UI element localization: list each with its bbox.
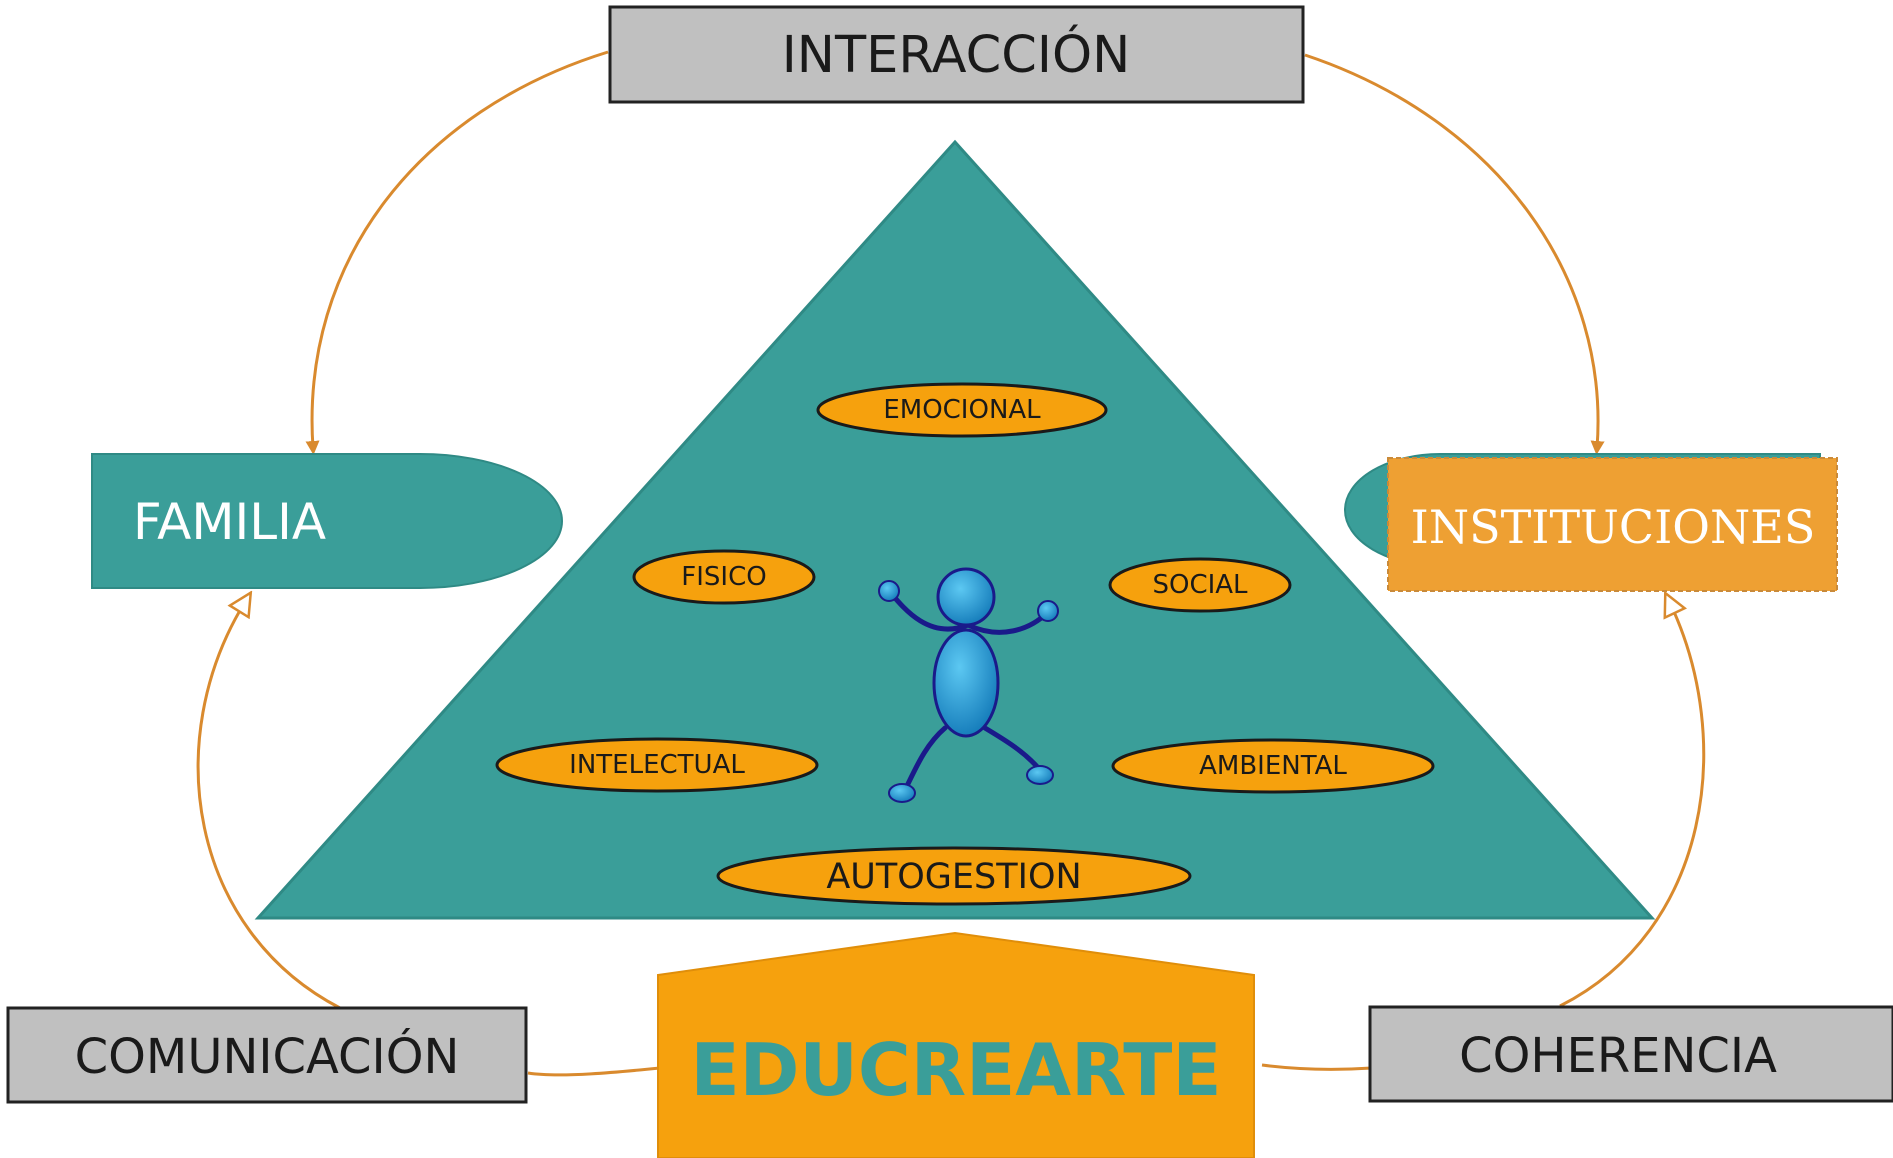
arc-interaccion-to-instituciones — [1304, 53, 1605, 455]
instituciones-label: INSTITUCIONES — [1411, 500, 1816, 554]
dimension-label: FISICO — [681, 562, 766, 592]
familia-node — [91, 453, 563, 589]
educrearte-logo-text: EDUCREARTE — [690, 1028, 1221, 1112]
autogestion-label: AUTOGESTION — [826, 857, 1081, 897]
dimension-intelectual: INTELECTUAL — [495, 737, 819, 793]
arc-coherencia-to-instituciones — [1559, 603, 1706, 1008]
dimension-label: SOCIAL — [1152, 570, 1248, 600]
familia-label: FAMILIA — [133, 493, 326, 551]
dimension-label: EMOCIONAL — [883, 395, 1041, 425]
development-pyramid — [254, 139, 1656, 920]
educrearte-box — [657, 931, 1255, 1158]
comunicacion-label: COMUNICACIÓN — [75, 1028, 460, 1085]
dimension-label: AMBIENTAL — [1199, 751, 1347, 781]
dimension-fisico: FISICO — [632, 549, 816, 605]
line-brand-to-coherencia — [1261, 1063, 1373, 1071]
dimension-autogestion: AUTOGESTION — [716, 846, 1192, 906]
dimension-label: INTELECTUAL — [569, 750, 745, 780]
arc-comunicacion-to-familia — [196, 602, 341, 1010]
interaccion-label: INTERACCIÓN — [782, 23, 1130, 85]
instituciones-box — [1387, 457, 1838, 592]
dimension-ambiental: AMBIENTAL — [1111, 738, 1435, 794]
comunicacion-box — [6, 1006, 528, 1104]
interaccion-box — [608, 5, 1305, 104]
dimension-emocional: EMOCIONAL — [816, 382, 1108, 438]
person-figure-icon — [878, 567, 1059, 803]
line-comunicacion-to-brand — [527, 1066, 661, 1077]
coherencia-label: COHERENCIA — [1459, 1028, 1777, 1084]
arc-interaccion-to-familia — [305, 50, 609, 455]
dimension-social: SOCIAL — [1108, 557, 1292, 613]
coherencia-box — [1368, 1005, 1893, 1103]
